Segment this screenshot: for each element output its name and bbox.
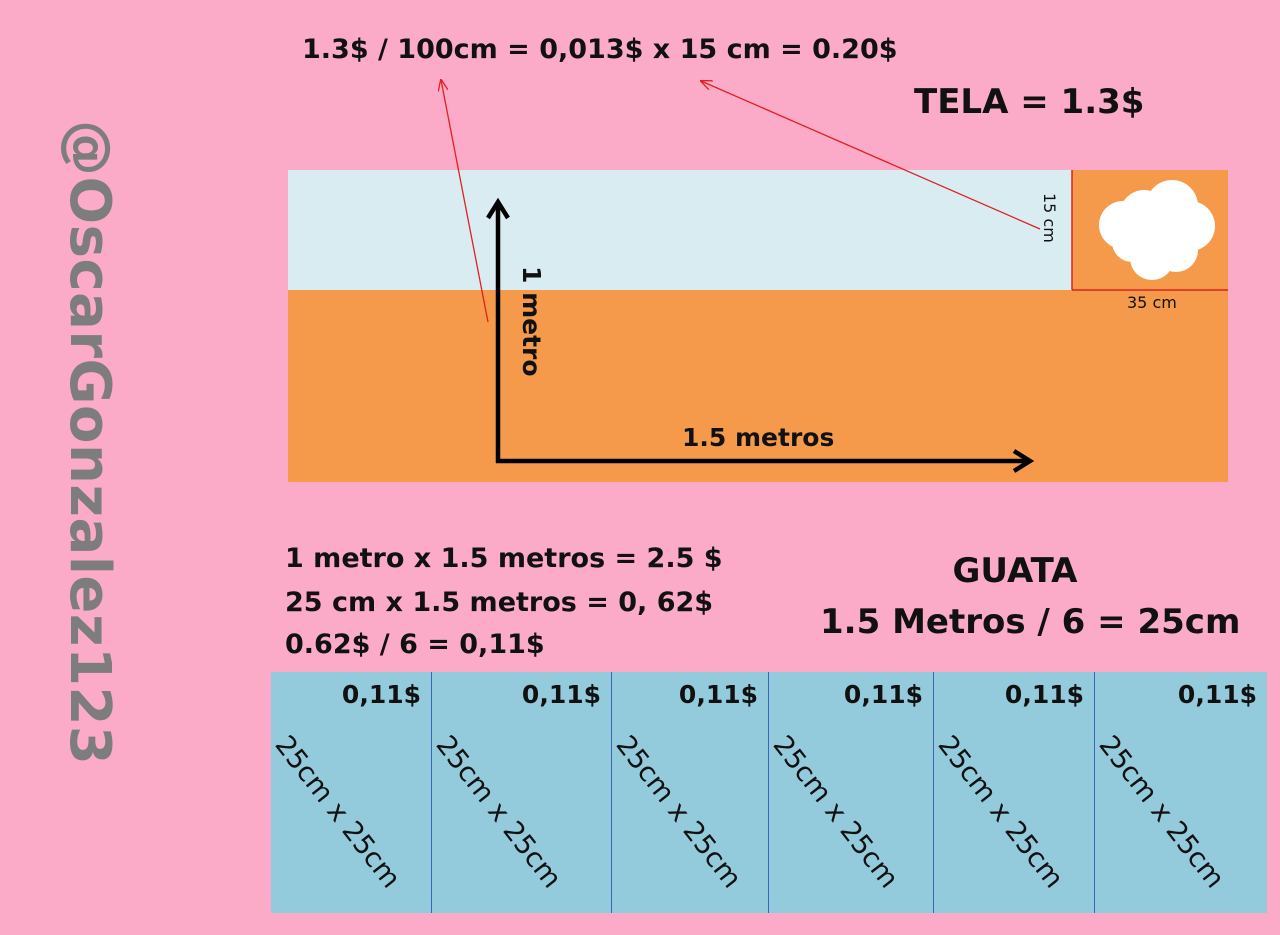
strip-3: 0,11$ 25cm x 25cm bbox=[609, 672, 769, 913]
price-formula: 1.3$ / 100cm = 0,013$ x 15 cm = 0.20$ bbox=[302, 34, 898, 65]
strip-size: 25cm x 25cm bbox=[429, 730, 568, 895]
strip-4: 0,11$ 25cm x 25cm bbox=[766, 672, 934, 913]
strip-size: 25cm x 25cm bbox=[609, 730, 748, 895]
fabric-light-band bbox=[288, 170, 1072, 290]
strip-price: 0,11$ bbox=[1004, 680, 1084, 709]
strip-6: 0,11$ 25cm x 25cm bbox=[1092, 672, 1267, 913]
width-axis-label: 1.5 metros bbox=[682, 423, 835, 452]
calc-line-3: 0.62$ / 6 = 0,11$ bbox=[285, 629, 545, 660]
arrow-to-formula-right bbox=[701, 81, 1041, 230]
calc-line-1: 1 metro x 1.5 metros = 2.5 $ bbox=[285, 543, 723, 574]
fabric-cut-piece bbox=[1072, 170, 1228, 290]
fabric-diagram bbox=[288, 170, 1228, 482]
strip-price: 0,11$ bbox=[521, 680, 601, 709]
strip-price: 0,11$ bbox=[843, 680, 923, 709]
arrow-to-formula-left bbox=[441, 80, 489, 323]
fabric-orange-band bbox=[288, 290, 1228, 482]
tela-price-label: TELA = 1.3$ bbox=[914, 82, 1145, 122]
cloud-icon bbox=[1099, 180, 1215, 280]
strip-2: 0,11$ 25cm x 25cm bbox=[429, 672, 612, 913]
piece-width-label: 35 cm bbox=[1127, 293, 1177, 312]
guata-subtitle: 1.5 Metros / 6 = 25cm bbox=[820, 602, 1241, 642]
strip-1: 0,11$ 25cm x 25cm bbox=[268, 672, 432, 913]
guata-strips: 0,11$ 25cm x 25cm 0,11$ 25cm x 25cm 0,11… bbox=[268, 672, 1267, 913]
strip-5: 0,11$ 25cm x 25cm bbox=[931, 672, 1095, 913]
strip-size: 25cm x 25cm bbox=[268, 730, 407, 895]
strip-price: 0,11$ bbox=[1177, 680, 1257, 709]
strip-size: 25cm x 25cm bbox=[1092, 730, 1231, 895]
calc-line-2: 25 cm x 1.5 metros = 0, 62$ bbox=[285, 587, 714, 618]
strip-size: 25cm x 25cm bbox=[766, 730, 905, 895]
strip-price: 0,11$ bbox=[678, 680, 758, 709]
strip-price: 0,11$ bbox=[341, 680, 421, 709]
guata-title: GUATA bbox=[952, 551, 1078, 591]
strip-size: 25cm x 25cm bbox=[931, 730, 1070, 895]
